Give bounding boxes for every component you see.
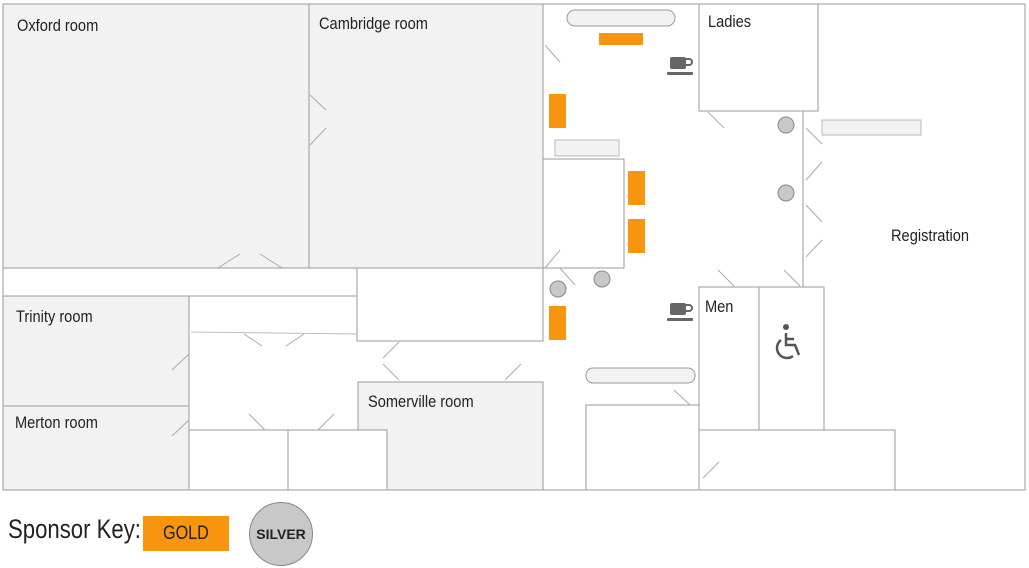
- accessible-toilet[interactable]: [758, 286, 825, 431]
- merton-room-label: Merton room: [15, 413, 98, 432]
- registration-desk: [821, 119, 922, 136]
- cambridge-room[interactable]: [308, 3, 544, 269]
- gold-stand[interactable]: [628, 219, 645, 253]
- ladies-label: Ladies: [708, 12, 752, 31]
- gold-stand[interactable]: [599, 33, 643, 45]
- merton-room[interactable]: [2, 405, 190, 491]
- gold-key-swatch: GOLD: [143, 516, 229, 551]
- silver-stands: [549, 116, 795, 298]
- trinity-room[interactable]: [2, 295, 190, 407]
- trinity-room-label: Trinity room: [16, 307, 93, 326]
- lower-right-block: [698, 429, 896, 491]
- silver-stand[interactable]: [777, 116, 795, 134]
- men-label: Men: [705, 297, 734, 316]
- gold-stands: [549, 33, 645, 340]
- door-swings: [171, 44, 823, 479]
- gold-stand[interactable]: [549, 306, 566, 340]
- oxford-room-label: Oxford room: [17, 16, 99, 35]
- gold-stand[interactable]: [628, 171, 645, 205]
- store-room: [356, 267, 544, 342]
- somerville-room-label: Somerville room: [368, 392, 474, 411]
- small-room-a: [188, 429, 289, 491]
- coffee-cup-icon: [667, 57, 693, 75]
- floor-plan: [2, 3, 1026, 491]
- oxford-room[interactable]: [2, 3, 310, 269]
- silver-key-swatch: SILVER: [249, 502, 313, 566]
- sponsor-key-title: Sponsor Key:: [8, 514, 141, 544]
- silver-key-label: SILVER: [256, 526, 306, 542]
- corridor-block: [2, 267, 358, 297]
- counter-bottom: [585, 367, 696, 384]
- gold-key-label: GOLD: [163, 522, 209, 544]
- cambridge-room-label: Cambridge room: [319, 14, 428, 33]
- somerville-room[interactable]: [357, 381, 544, 491]
- table-centre: [554, 139, 620, 157]
- silver-stand[interactable]: [777, 184, 795, 202]
- lower-centre-block: [585, 404, 700, 491]
- silver-stand[interactable]: [593, 270, 611, 288]
- men-room[interactable]: [698, 286, 760, 431]
- gold-stand[interactable]: [549, 94, 566, 128]
- registration-label: Registration: [891, 226, 970, 245]
- silver-stand[interactable]: [549, 280, 567, 298]
- counter-top: [566, 9, 676, 27]
- small-room-b: [287, 429, 388, 491]
- coffee-cup-icon: [667, 303, 693, 321]
- ladies-room[interactable]: [698, 3, 819, 112]
- centre-block: [542, 158, 625, 269]
- corridor-wall: [190, 331, 358, 335]
- wheelchair-icon: [775, 324, 801, 360]
